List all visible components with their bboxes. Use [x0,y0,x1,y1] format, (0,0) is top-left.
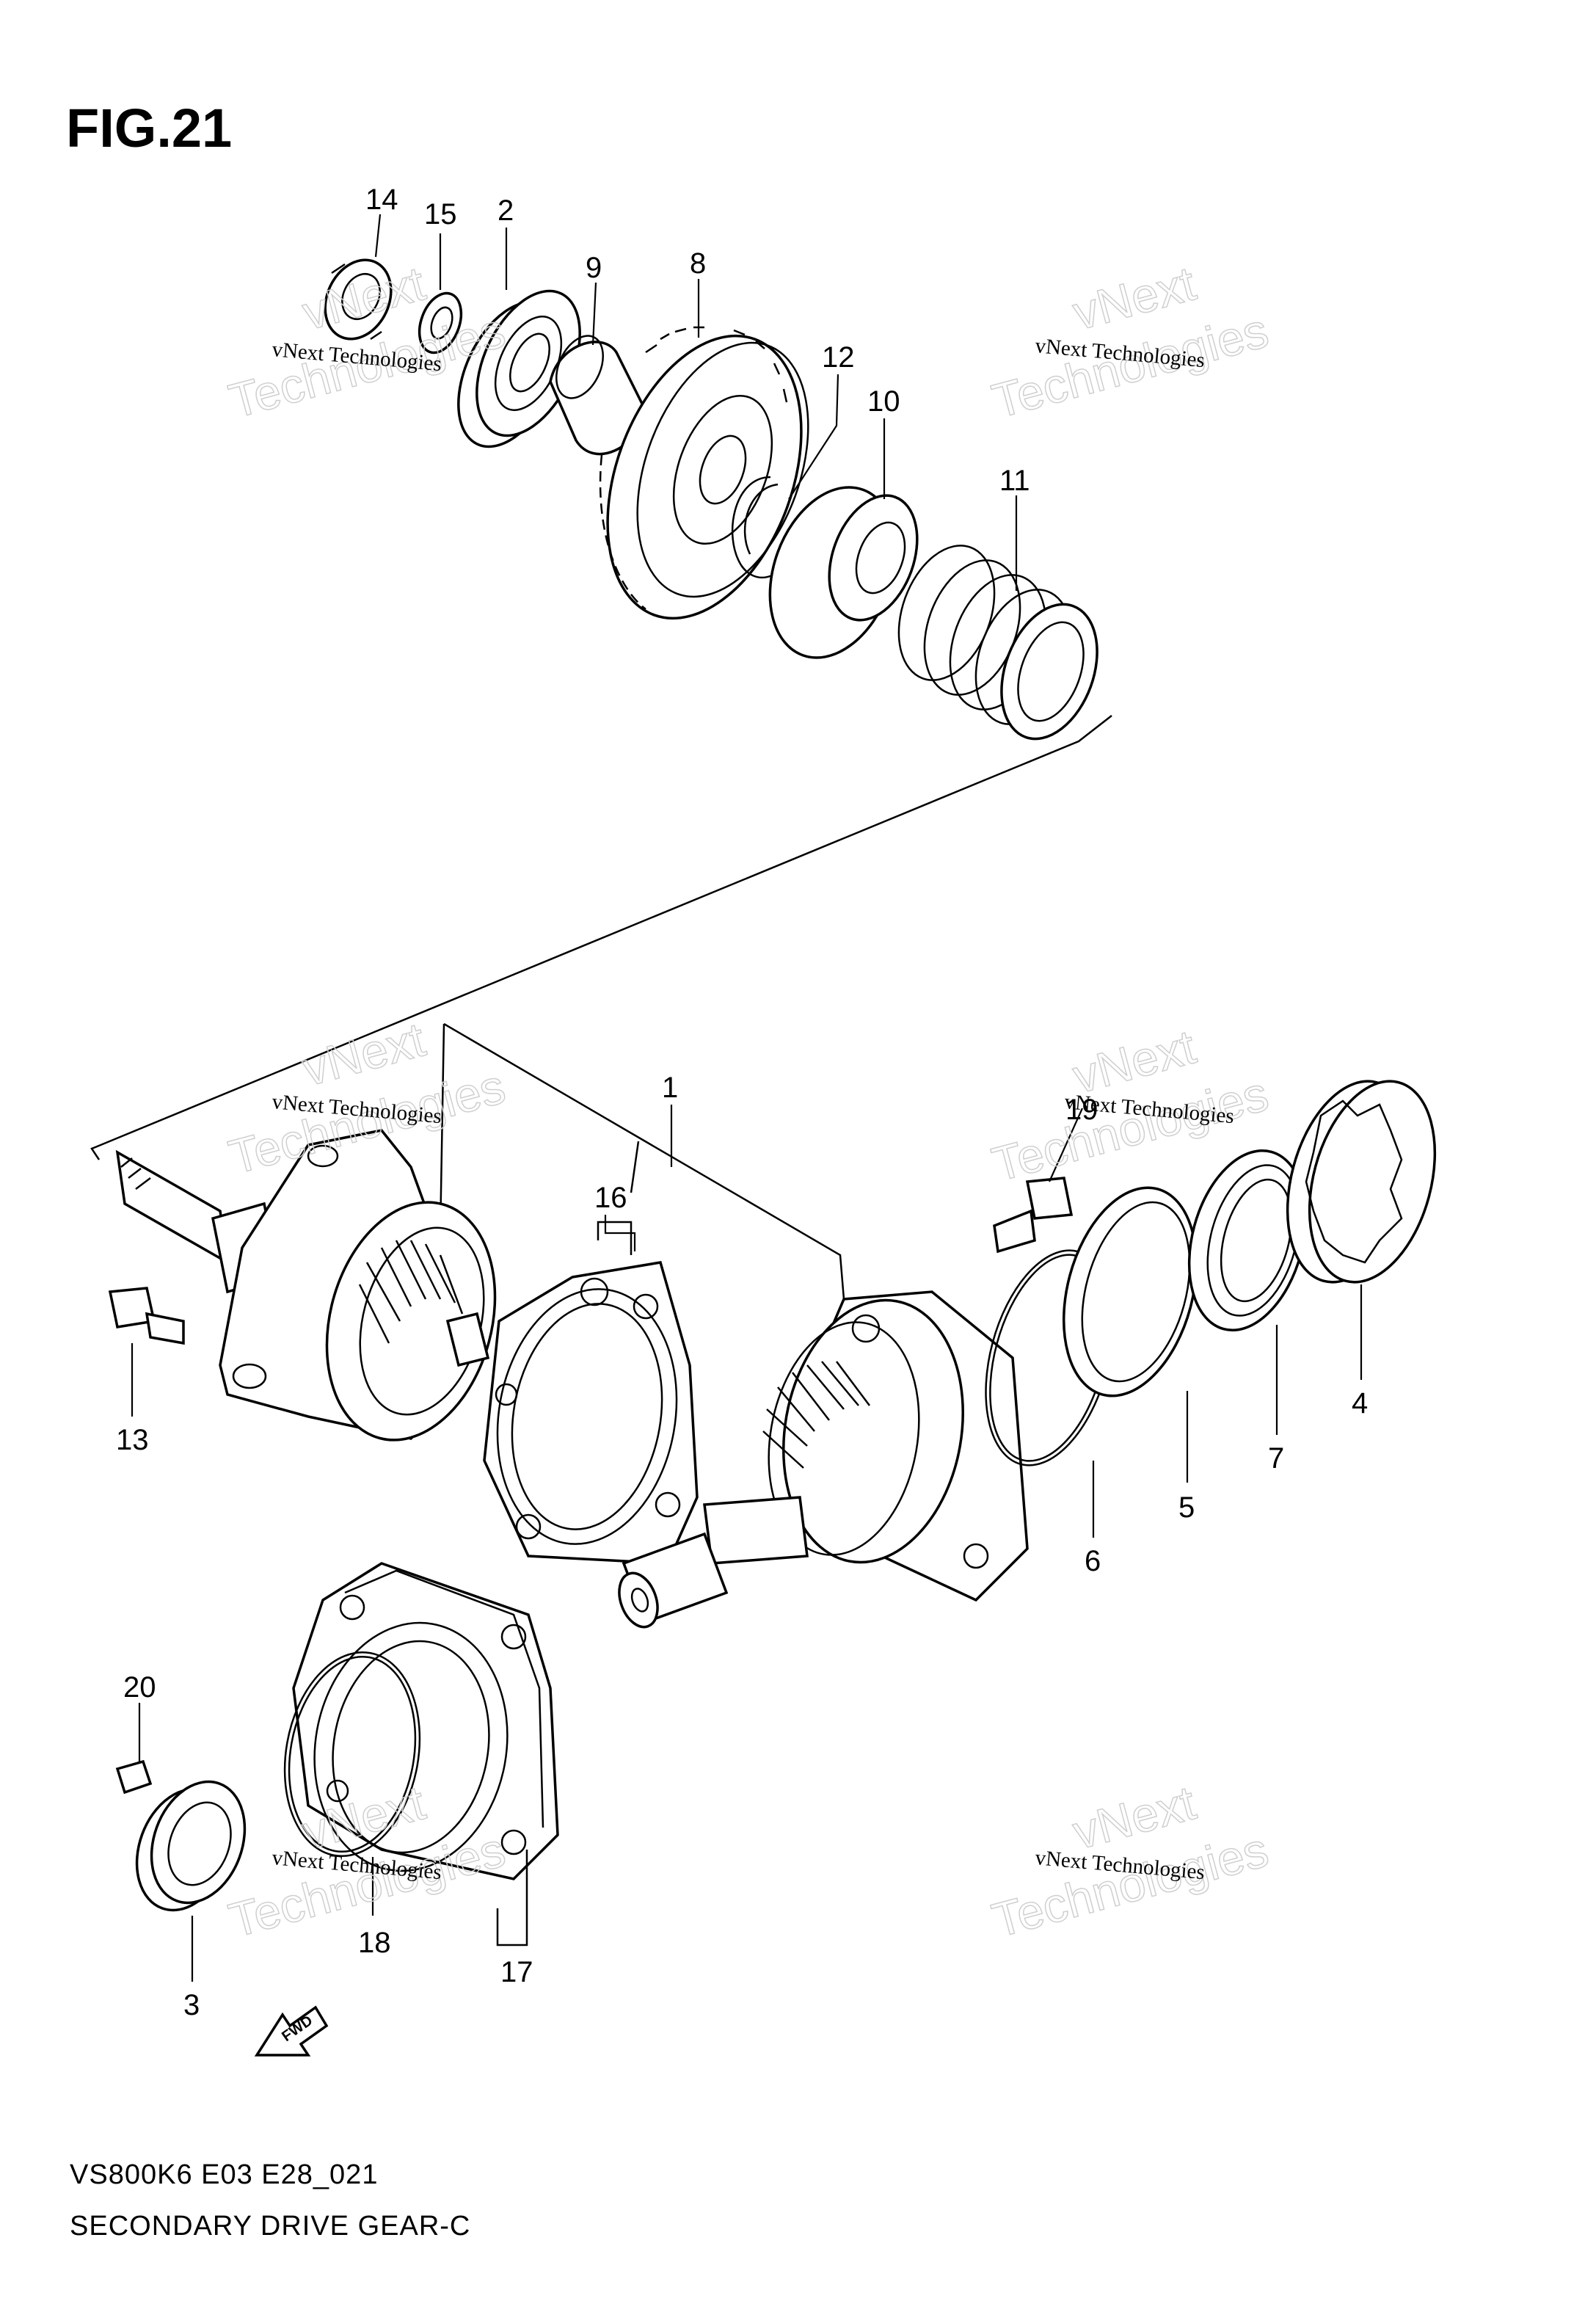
part-18-oring [283,1651,421,1858]
callout-11: 11 [999,465,1030,497]
watermark-bottom-right: vNext Technologies vNext Technologies [986,1775,1275,1949]
part-17-cover [292,1562,559,1946]
callout-8: 8 [690,247,706,280]
figure-title: FIG.21 [66,98,232,159]
part-13-bolt [108,1287,185,1345]
part-4-nut [1286,1080,1437,1284]
part-5-shim [1062,1186,1198,1397]
part-8-gear [599,326,809,620]
middle-assembly [108,1080,1437,1629]
footer-figure-name: SECONDARY DRIVE GEAR-C [70,2211,470,2242]
callout-20: 20 [123,1671,156,1704]
fwd-arrow-icon: FWD [254,2005,329,2057]
callout-12: 12 [822,341,855,374]
callout-4: 4 [1352,1387,1368,1419]
callout-19: 19 [1065,1094,1098,1126]
callout-14: 14 [365,183,398,216]
footer-model-code: VS800K6 E03 E28_021 [70,2159,378,2190]
part-11-spring [897,545,1098,741]
callout-6: 6 [1085,1545,1101,1577]
part-15-washer [418,291,463,355]
part-16-gasket [483,1221,699,1565]
watermark-top-right: vNext Technologies vNext Technologies [986,255,1275,429]
part-14-nut [324,258,393,341]
part-20-dowel-pin [115,1759,153,1795]
callout-17: 17 [500,1956,533,1988]
callout-7: 7 [1268,1442,1284,1475]
callout-10: 10 [867,385,900,418]
callout-16: 16 [594,1182,627,1214]
callout-13: 13 [116,1424,149,1456]
assembly-frame-lines [90,715,1112,1300]
callouts: 14 15 2 9 8 12 10 11 1 16 19 13 4 7 5 6 … [116,183,1368,2021]
part-3-bearing [135,1780,247,1912]
leader-lines [131,214,1363,1982]
part-19-bolt [993,1177,1074,1254]
part-10-cam [768,486,919,659]
callout-18: 18 [358,1927,391,1959]
callout-9: 9 [586,252,602,284]
callout-5: 5 [1178,1491,1195,1524]
part-2-bearing [457,289,581,448]
callout-15: 15 [424,198,457,230]
part-1-left-housing [115,1129,497,1442]
bottom-assembly [115,1562,559,1946]
part-1-right-housing [618,1290,1029,1629]
callout-1: 1 [662,1072,678,1104]
callout-2: 2 [498,195,514,227]
callout-3: 3 [183,1989,200,2021]
